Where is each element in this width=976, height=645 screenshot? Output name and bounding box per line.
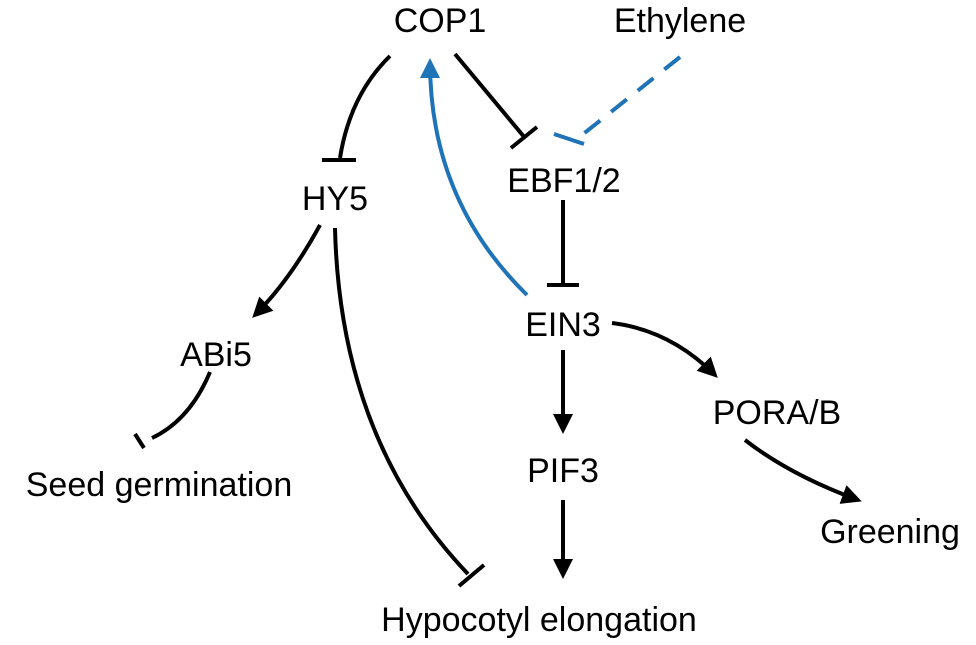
node-abi5: ABi5 [180,336,252,374]
edge-ein3-cop1 [420,58,529,297]
node-ethylene: Ethylene [614,2,746,40]
node-pora-b: PORA/B [713,394,841,432]
edge-cop1-ebf12-bar [509,125,539,150]
edge-ethylene-ebf12 [580,55,682,137]
node-pif3: PIF3 [527,452,599,490]
edge-ein3-pora [611,321,718,378]
node-ein3: EIN3 [525,306,601,344]
edge-cop1-hy5 [338,54,392,159]
edge-abi5-seed-bar [133,432,146,450]
edge-ethylene-ebf12-bar [553,132,585,146]
edge-hy5-abi5 [252,224,322,318]
node-greening: Greening [820,513,960,551]
node-hy5: HY5 [302,180,368,218]
edge-hy5-hypocotyl-bar [457,563,486,588]
node-cop1: COP1 [394,2,487,40]
edge-pora-greening [743,438,862,504]
edge-abi5-seed [151,371,212,440]
node-hypocotyl-elongation: Hypocotyl elongation [381,601,697,639]
edge-hy5-hypocotyl [333,227,470,576]
edge-cop1-ebf12 [453,52,527,140]
node-ebf12: EBF1/2 [507,162,620,200]
node-seed-germination: Seed germination [26,466,293,504]
